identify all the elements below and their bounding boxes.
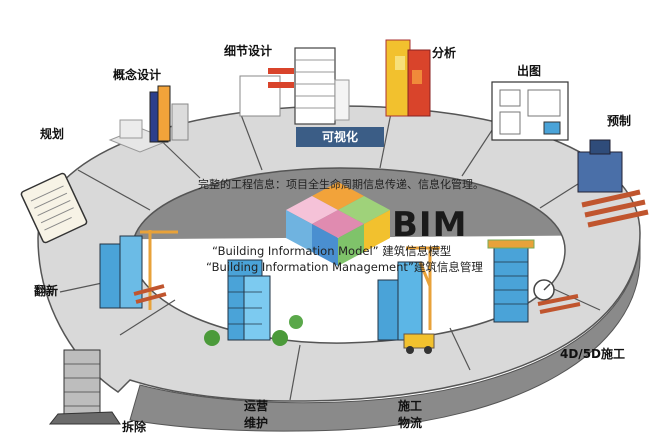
management-line: “Building Information Management”建筑信息管理 xyxy=(206,260,483,274)
stage-label-drawing: 出图 xyxy=(517,64,542,78)
stage-label-concept-design: 概念设计 xyxy=(113,68,162,82)
stage-label-logistics-line1: 施工 xyxy=(398,399,423,413)
stage-label-logistics-line2: 物流 xyxy=(398,416,423,430)
drawing-sheet-icon xyxy=(491,81,569,141)
summary-text: 完整的工程信息：项目全生命周期信息传递、信息化管理。 xyxy=(198,178,484,191)
stage-label-prefab: 预制 xyxy=(607,114,632,128)
concept-design-model-icon xyxy=(108,85,189,153)
detail-design-wireframe-icon xyxy=(239,47,350,125)
construction-logistics-icon xyxy=(377,246,440,354)
stage-label-detail-design: 细节设计 xyxy=(224,44,273,58)
bim-title: BIM xyxy=(392,205,468,245)
prefab-machine-icon xyxy=(577,139,649,228)
stage-label-analysis: 分析 xyxy=(432,46,457,60)
operations-maintenance-icon xyxy=(204,259,303,346)
stage-label-planning: 规划 xyxy=(40,127,65,141)
stage-label-logistics: 施工 物流 xyxy=(398,398,422,432)
stage-label-operations: 运营 维护 xyxy=(244,398,268,432)
stage-label-construction-4d5d: 4D/5D施工 xyxy=(560,347,626,361)
demolition-icon xyxy=(48,349,121,425)
stage-label-demolition: 拆除 xyxy=(122,420,147,434)
stage-label-renovation: 翻新 xyxy=(34,284,59,298)
model-line: “Building Information Model” 建筑信息模型 xyxy=(212,244,452,258)
stage-label-operations-line2: 维护 xyxy=(244,416,269,430)
analysis-model-icon xyxy=(385,39,431,117)
bim-cube-logo xyxy=(286,182,390,266)
stage-label-operations-line1: 运营 xyxy=(244,399,269,413)
visualization-badge: 可视化 xyxy=(296,127,384,147)
construction-4d5d-icon xyxy=(487,239,581,323)
renovation-icon xyxy=(99,230,178,310)
planning-clipboard-icon xyxy=(20,172,88,244)
